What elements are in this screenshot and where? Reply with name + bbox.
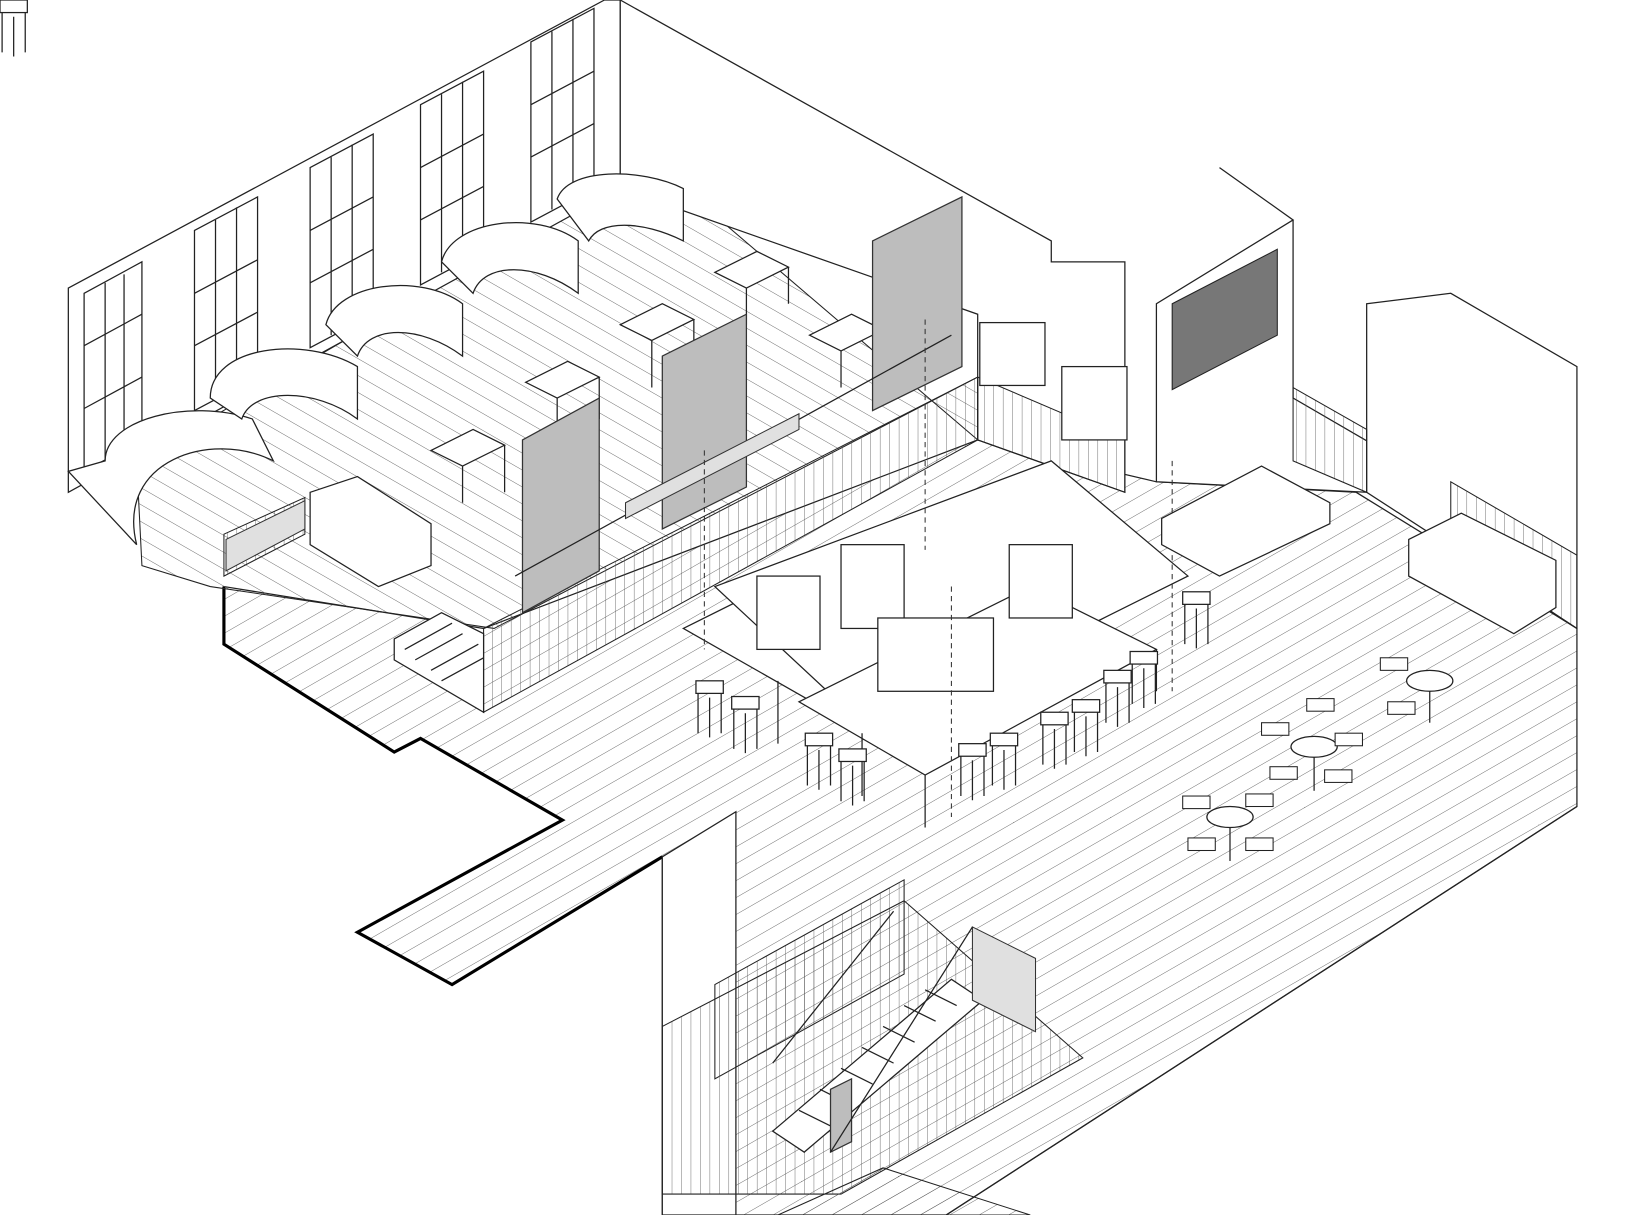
- staircase: [661, 805, 1578, 1215]
- door: [1061, 365, 1128, 441]
- round-tables: [1182, 657, 1454, 896]
- door: [979, 321, 1046, 387]
- glass-partitions: [514, 195, 963, 614]
- bar-stools: [0, 0, 1211, 807]
- dining-tables: [429, 250, 885, 503]
- sofas: [1161, 465, 1557, 635]
- curved-booths: [67, 173, 684, 546]
- island-bar: [681, 319, 1190, 828]
- platform: [223, 376, 979, 714]
